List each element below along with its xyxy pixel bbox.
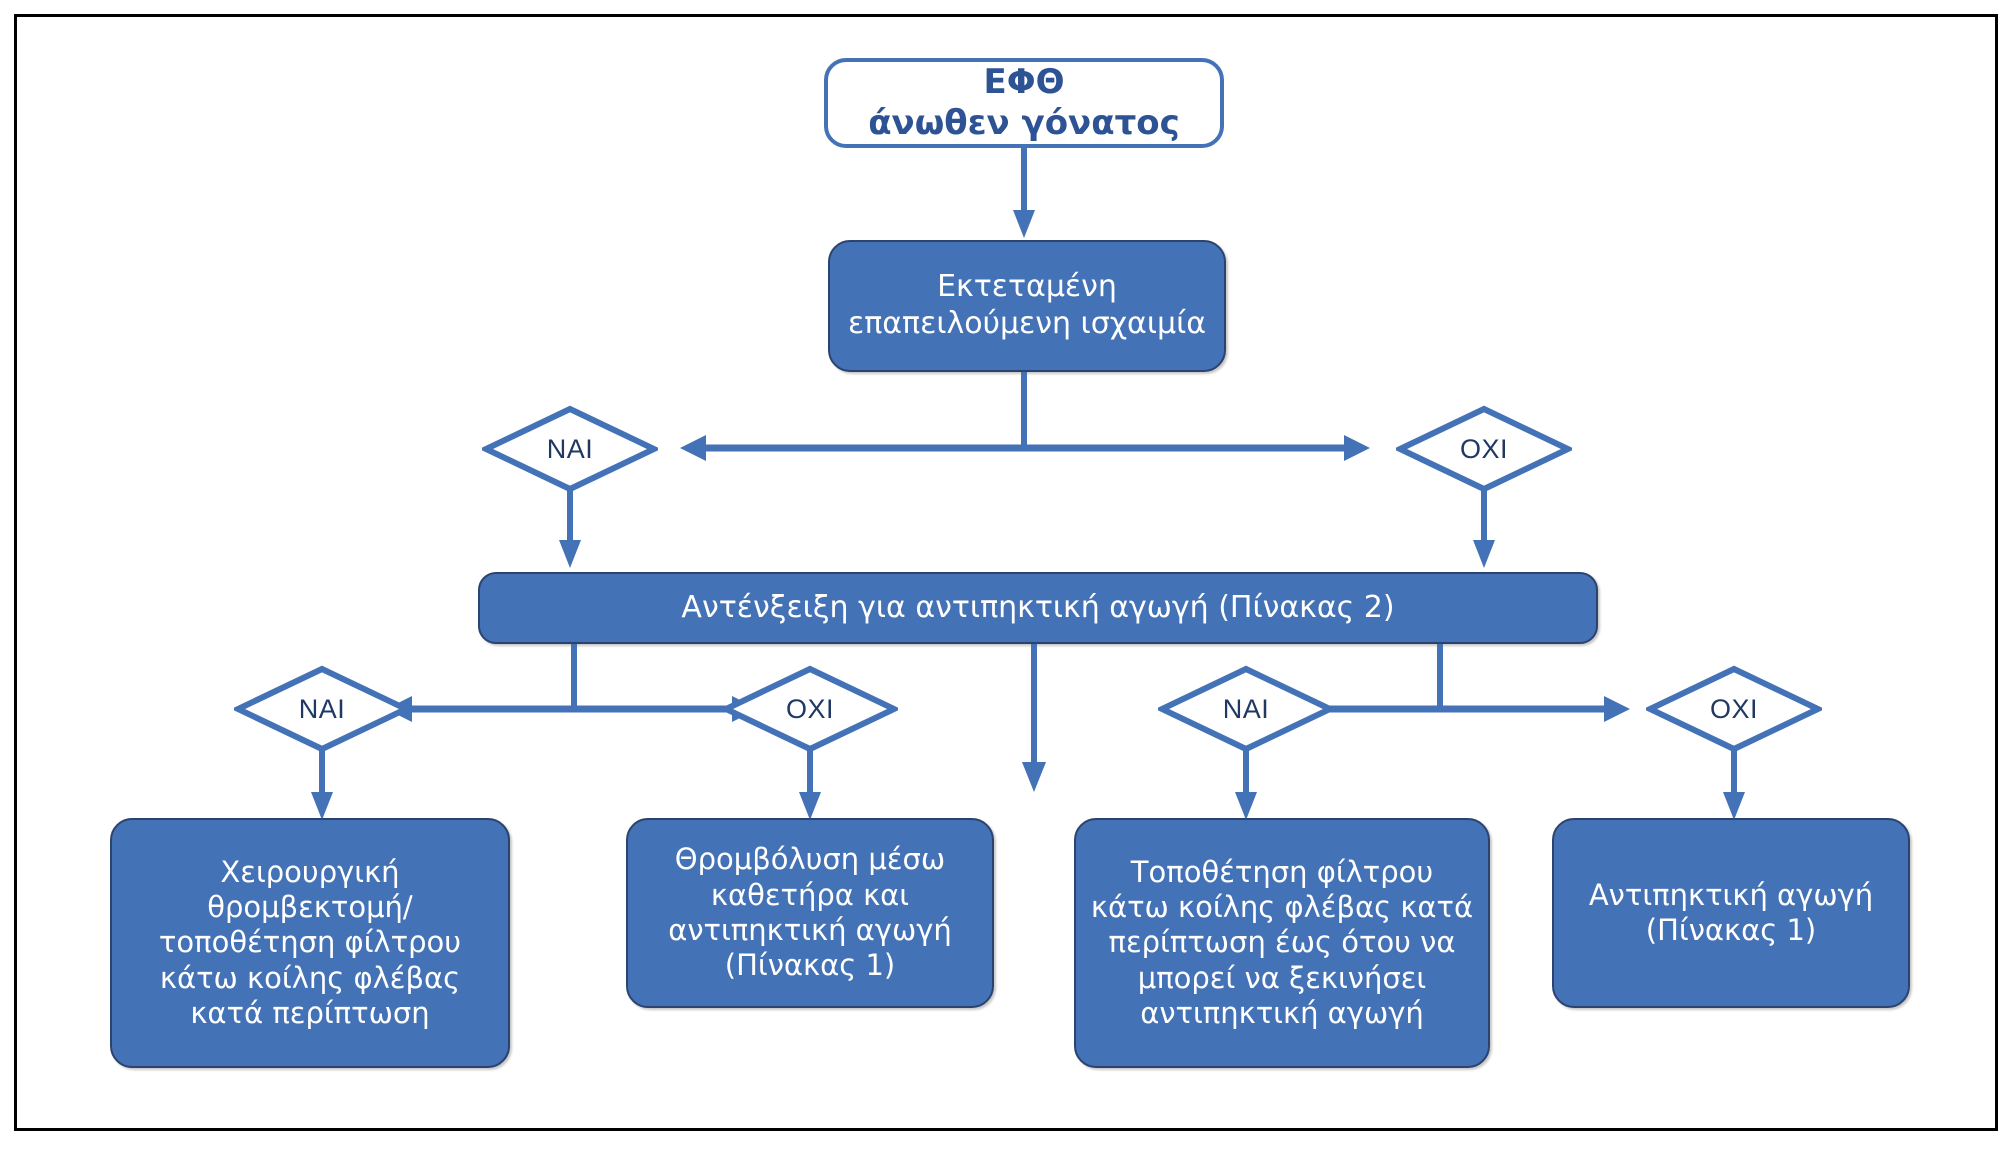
- decision-d1-yes: ΝΑΙ: [482, 405, 658, 493]
- node-root-line1: ΕΦΘ: [983, 61, 1065, 102]
- decision-d2-yes-label: ΝΑΙ: [298, 693, 346, 724]
- node-ischemia: Εκτεταμένη επαπειλούμενη ισχαιμία: [828, 240, 1226, 372]
- node-ischemia-label: Εκτεταμένη επαπειλούμενη ισχαιμία: [848, 269, 1206, 341]
- edge-level1-split: [680, 435, 1370, 461]
- diamond-shape-icon: [1646, 665, 1822, 753]
- decision-d2-yes: ΝΑΙ: [234, 665, 410, 753]
- decision-d1-yes-label: ΝΑΙ: [546, 433, 594, 464]
- decision-d3-no: ΟΧΙ: [1646, 665, 1822, 753]
- edge-ischemia-stem: [1021, 372, 1027, 448]
- decision-d3-yes: ΝΑΙ: [1158, 665, 1334, 753]
- decision-d2-no: ΟΧΙ: [722, 665, 898, 753]
- edge-bar-stem-right: [1437, 644, 1443, 708]
- diamond-shape-icon: [1158, 665, 1334, 753]
- edge-d3yes-to-outcome3: [1235, 750, 1257, 820]
- node-outcome1: Χειρουργική θρομβεκτομή/ τοποθέτηση φίλτ…: [110, 818, 510, 1068]
- edge-bar-stem-left: [571, 644, 577, 708]
- decision-d3-yes-label: ΝΑΙ: [1222, 693, 1270, 724]
- decision-d3-no-label: ΟΧΙ: [1709, 693, 1758, 724]
- node-outcome2-label: Θρομβόλυση μέσω καθετήρα και αντιπηκτική…: [668, 842, 952, 983]
- edge-level2-split-left: [386, 696, 758, 722]
- node-contraindication-label: Αντένξειξη για αντιπηκτική αγωγή (Πίνακα…: [681, 589, 1395, 625]
- diamond-shape-icon: [722, 665, 898, 753]
- decision-d1-no-label: ΟΧΙ: [1459, 433, 1508, 464]
- edge-d3no-to-outcome4: [1723, 750, 1745, 820]
- node-outcome2: Θρομβόλυση μέσω καθετήρα και αντιπηκτική…: [626, 818, 994, 1008]
- node-contraindication: Αντένξειξη για αντιπηκτική αγωγή (Πίνακα…: [478, 572, 1598, 644]
- edge-root-to-ischemia: [1013, 148, 1035, 238]
- node-outcome3-label: Τοποθέτηση φίλτρου κάτω κοίλης φλέβας κα…: [1090, 854, 1474, 1031]
- edge-d1no-to-contraindication: [1473, 490, 1495, 568]
- edge-d1yes-to-contraindication: [559, 490, 581, 568]
- edge-bar-to-outcome3: [1022, 644, 1046, 792]
- node-outcome4-label: Αντιπηκτική αγωγή (Πίνακας 1): [1588, 877, 1874, 947]
- decision-d1-no: ΟΧΙ: [1396, 405, 1572, 493]
- node-outcome3: Τοποθέτηση φίλτρου κάτω κοίλης φλέβας κα…: [1074, 818, 1490, 1068]
- node-outcome4: Αντιπηκτική αγωγή (Πίνακας 1): [1552, 818, 1910, 1008]
- diamond-shape-icon: [234, 665, 410, 753]
- node-root-line2: άνωθεν γόνατος: [868, 103, 1180, 143]
- edge-d2yes-to-outcome1: [311, 750, 333, 820]
- decision-d2-no-label: ΟΧΙ: [785, 693, 834, 724]
- edge-d2no-to-outcome2: [799, 750, 821, 820]
- node-outcome1-label: Χειρουργική θρομβεκτομή/ τοποθέτηση φίλτ…: [158, 854, 462, 1031]
- diamond-shape-icon: [482, 405, 658, 493]
- diamond-shape-icon: [1396, 405, 1572, 493]
